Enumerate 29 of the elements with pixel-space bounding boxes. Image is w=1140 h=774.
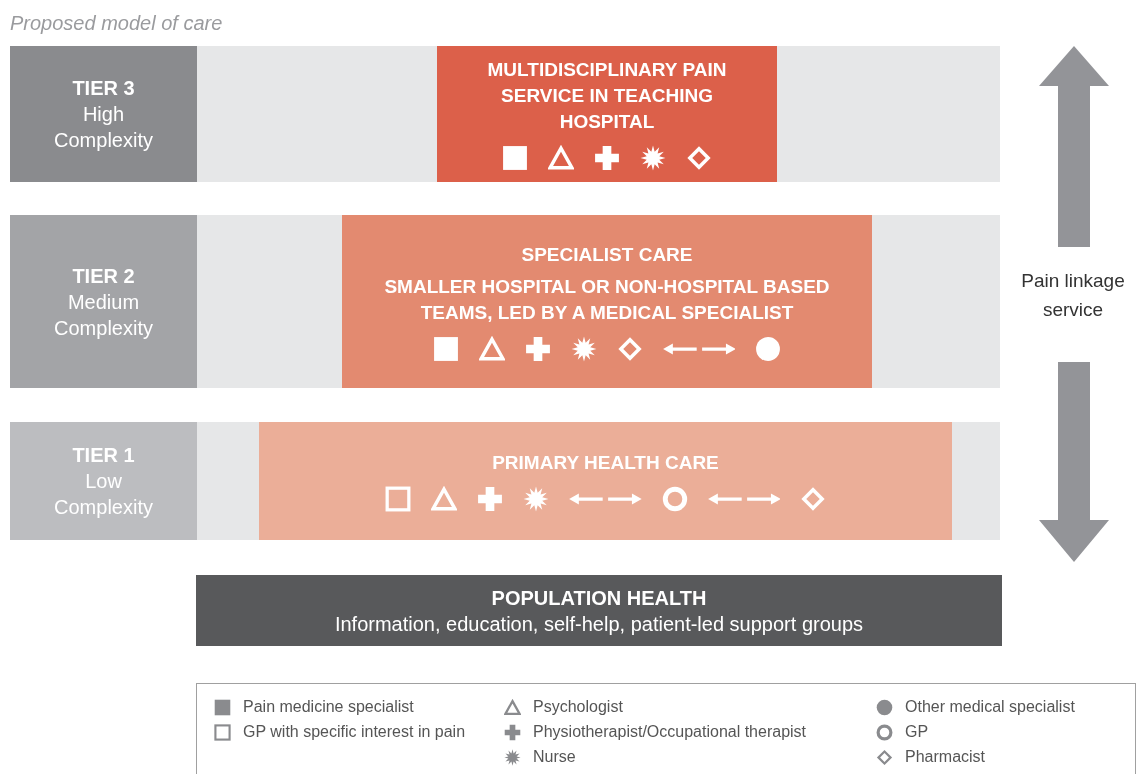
population-heading: POPULATION HEALTH <box>491 585 707 611</box>
tier-label-box <box>10 422 197 540</box>
complexity-label: Medium Complexity <box>53 289 154 341</box>
legend-text: Pain medicine specialist <box>243 697 414 717</box>
service-heading: SPECIALIST CARE <box>521 242 693 267</box>
legend-text: Psychologist <box>533 697 623 717</box>
service-box <box>259 422 952 540</box>
legend-text: GP with specific interest in pain <box>243 722 466 742</box>
complexity-label: High Complexity <box>53 102 154 153</box>
tier-number: TIER 2 <box>72 263 135 289</box>
service-heading: PRIMARY HEALTH CARE <box>492 451 719 475</box>
tier-label-box <box>10 215 197 388</box>
service-heading: MULTIDISCIPLINARY PAIN SERVICE IN TEACHING HOSPITAL <box>486 58 728 134</box>
complexity-label: Low Complexity <box>53 469 154 520</box>
service-box <box>437 46 777 182</box>
title: Proposed model of care <box>10 11 223 36</box>
side-label: Pain linkage service <box>1020 269 1126 322</box>
tier-number: TIER 1 <box>72 443 135 468</box>
tier-label-box <box>10 46 197 182</box>
legend-text: Pharmacist <box>905 747 986 767</box>
legend-text: Nurse <box>533 747 576 767</box>
legend-text: Other medical specialist <box>905 697 1075 717</box>
legend-text: Physiotherapist/Occupational therapist <box>533 722 807 742</box>
service-box <box>342 215 872 388</box>
tier-number: TIER 3 <box>72 76 135 101</box>
service-description: SMALLER HOSPITAL OR NON-HOSPITAL BASED TEAMS, LED BY A MEDICAL SPECIALIST <box>383 274 831 325</box>
legend-text: GP <box>905 722 929 742</box>
population-description: Information, education, self-help, patient-led support groups <box>334 611 864 637</box>
population-health-box <box>196 575 1002 646</box>
